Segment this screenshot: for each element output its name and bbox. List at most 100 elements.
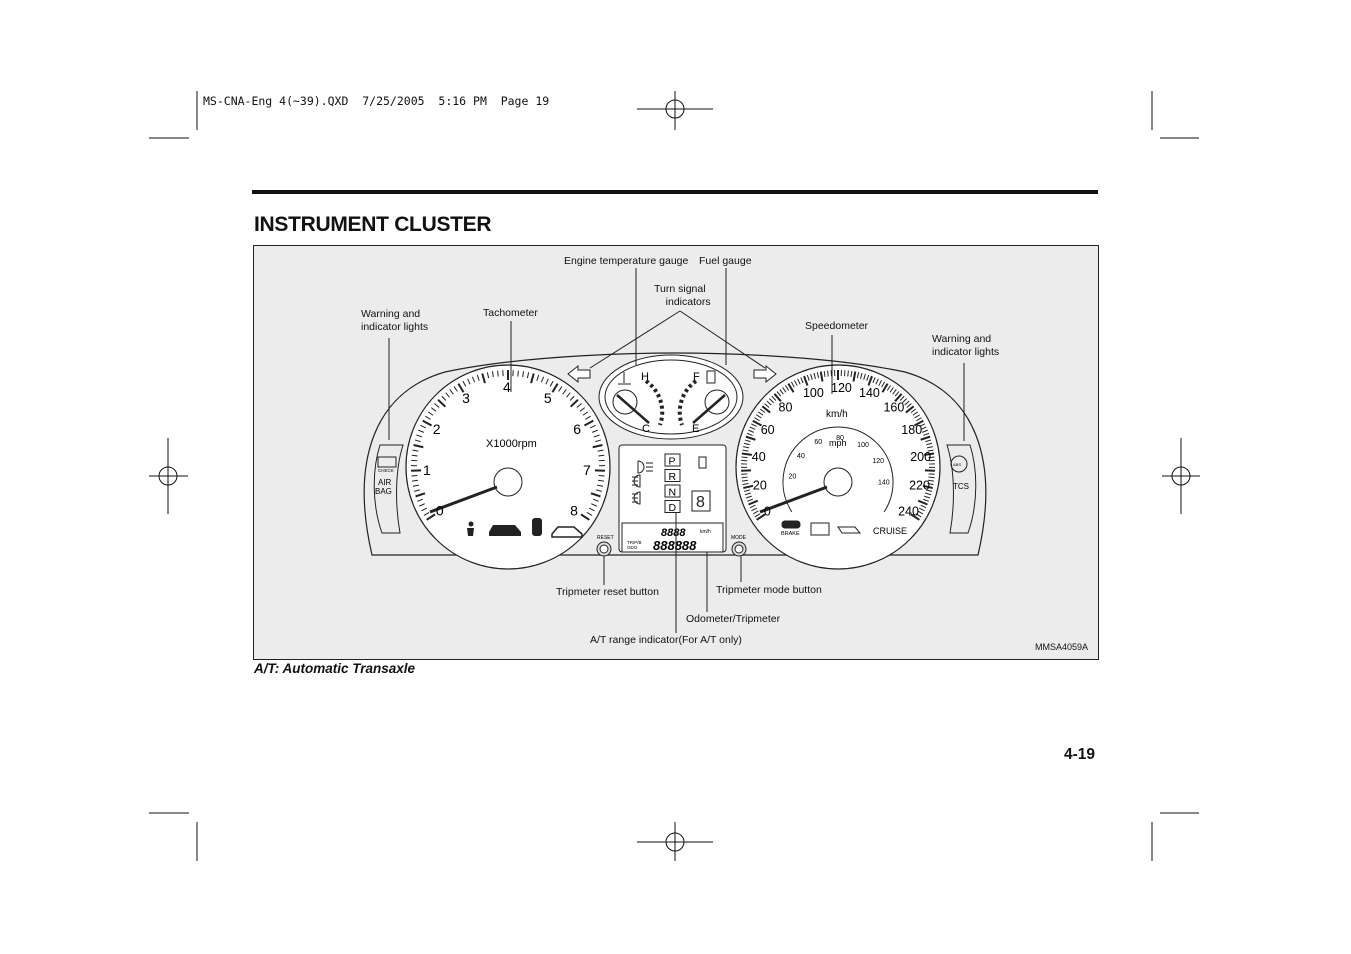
- dial-tick: [794, 380, 798, 386]
- dial-tick: [522, 371, 525, 378]
- dial-tick: [536, 374, 540, 381]
- page-title: INSTRUMENT CLUSTER: [254, 213, 492, 236]
- dial-tick: [803, 375, 809, 386]
- dial-tick: [921, 429, 928, 433]
- dial-tick: [754, 417, 760, 422]
- turn-signal-right-icon: [753, 364, 777, 384]
- dial-tick: [926, 442, 933, 446]
- callout-warning-left: Warning and indicator lights: [361, 308, 429, 333]
- dial-tick: [517, 370, 519, 377]
- tachometer-ticks: [411, 370, 605, 521]
- dial-tick: [580, 513, 590, 521]
- dial-tick: [810, 373, 813, 380]
- dial-tick: [562, 389, 567, 395]
- lcd-small-digits: 8888: [661, 527, 686, 539]
- door-ajar-icon: [489, 525, 521, 536]
- dial-tick: [412, 484, 419, 487]
- callout-fuel-gauge: Fuel gauge: [699, 255, 752, 267]
- dial-tick: [741, 476, 748, 479]
- dial-tick: [860, 372, 863, 379]
- dial-tick: [434, 403, 440, 408]
- dial-tick: [916, 417, 922, 422]
- dial-tick: [806, 374, 810, 381]
- high-beam-icon: [632, 474, 641, 488]
- dial-tick: [445, 392, 450, 398]
- dial-tick: [411, 454, 418, 457]
- dial-tick: [746, 432, 753, 436]
- kmh-number: 140: [859, 386, 880, 400]
- dial-tick: [910, 408, 917, 414]
- dial-tick: [414, 439, 421, 443]
- dial-tick: [441, 395, 447, 401]
- dial-tick: [779, 389, 784, 395]
- brake-warning-icon: [781, 520, 801, 529]
- gear-box: [664, 484, 681, 498]
- kmh-number: 80: [779, 401, 793, 415]
- dial-tick: [579, 407, 586, 412]
- dial-tick: [423, 511, 430, 516]
- tachometer-bezel: [405, 364, 611, 570]
- kmh-number: 40: [752, 450, 766, 464]
- dial-tick: [902, 398, 908, 404]
- gear-box: [664, 453, 681, 467]
- abs-label: ABS: [953, 462, 961, 467]
- dial-tick: [847, 370, 849, 377]
- dial-tick: [744, 439, 751, 443]
- dial-tick: [545, 378, 549, 385]
- dial-tick: [412, 449, 419, 452]
- fuel-empty-label: E: [692, 423, 699, 435]
- dial-tick: [597, 479, 605, 482]
- tach-number: 8: [570, 503, 578, 519]
- dial-tick: [906, 403, 912, 408]
- dial-tick: [759, 408, 766, 414]
- callout-engine-temperature: Engine temperature gauge: [564, 255, 689, 267]
- dial-tick: [570, 399, 579, 408]
- dial-tick: [928, 456, 935, 459]
- callout-odometer: Odometer/Tripmeter: [686, 613, 781, 625]
- dial-tick: [558, 386, 563, 392]
- dial-tick: [926, 446, 933, 449]
- dial-tick: [437, 399, 446, 408]
- dial-tick: [918, 507, 925, 512]
- kmh-number: 200: [910, 450, 931, 464]
- dial-tick: [453, 386, 458, 392]
- dial-tick: [582, 411, 589, 416]
- dial-tick: [741, 452, 752, 456]
- dial-tick: [923, 432, 930, 436]
- dial-tick: [471, 376, 476, 383]
- temp-gauge-needle: [616, 394, 650, 424]
- dial-tick: [919, 423, 926, 427]
- mode-label: MODE: [731, 535, 747, 541]
- dial-tick: [816, 372, 820, 379]
- dial-tick: [747, 498, 754, 502]
- print-slug: MS-CNA-Eng 4(~39).QXD 7/25/2005 5:16 PM …: [203, 94, 550, 108]
- dial-tick: [771, 395, 777, 401]
- dial-tick: [743, 442, 750, 446]
- tach-number: 3: [462, 390, 470, 406]
- top-rule: [252, 190, 1098, 194]
- dial-tick: [476, 374, 480, 381]
- kmh-number: 240: [898, 505, 919, 519]
- dial-tick: [530, 373, 535, 384]
- gear-letter: P: [669, 456, 676, 468]
- figure-code: MMSA4059A: [1035, 642, 1089, 652]
- dial-tick: [593, 434, 600, 438]
- headlight-icon: [637, 460, 653, 474]
- temp-cold-label: C: [642, 423, 650, 435]
- dial-tick: [892, 389, 897, 395]
- tach-number: 4: [503, 379, 511, 395]
- tachometer-hub: [493, 467, 523, 497]
- dial-tick: [598, 474, 605, 477]
- odo-label: ODO: [627, 545, 638, 550]
- dial-tick: [922, 498, 929, 502]
- airbag-label-1: AIR: [378, 478, 392, 487]
- dial-tick: [827, 370, 829, 377]
- temp-hot-label: H: [641, 371, 649, 383]
- dial-tick: [743, 489, 751, 492]
- dial-tick: [913, 419, 924, 427]
- mph-number: 80: [836, 435, 844, 442]
- callout-at-range: A/T range indicator(For A/T only): [590, 634, 742, 646]
- dial-tick: [590, 492, 601, 498]
- kmh-number: 60: [761, 423, 775, 437]
